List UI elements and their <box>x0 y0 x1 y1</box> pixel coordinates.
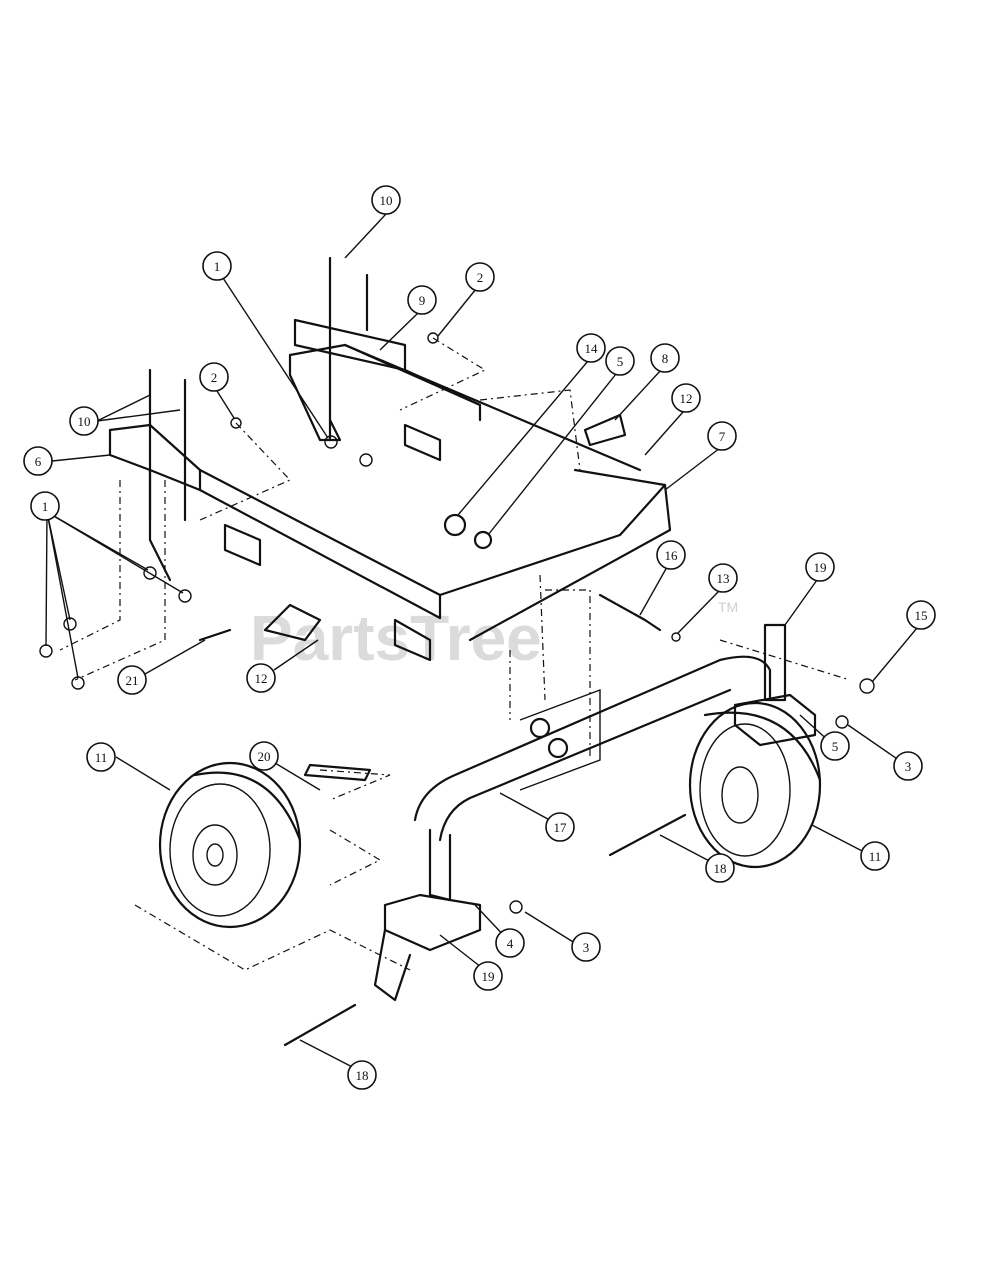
svg-text:12: 12 <box>255 671 268 686</box>
callout-2-left: 2 <box>199 362 229 392</box>
callout-20: 20 <box>249 741 279 771</box>
callout-6: 6 <box>23 446 53 476</box>
callout-1-left: 1 <box>30 491 60 521</box>
watermark-tm: TM <box>718 599 738 615</box>
callout-5-right: 5 <box>820 731 850 761</box>
callout-12-left: 12 <box>246 663 276 693</box>
svg-text:17: 17 <box>554 820 568 835</box>
svg-text:7: 7 <box>719 429 726 444</box>
callout-18-bottom: 18 <box>347 1060 377 1090</box>
svg-text:21: 21 <box>126 673 139 688</box>
callout-10-left: 10 <box>69 406 99 436</box>
svg-text:9: 9 <box>419 293 426 308</box>
callout-12-right: 12 <box>671 383 701 413</box>
callouts: 10 1 9 2 14 5 8 12 7 10 2 6 1 21 12 16 1… <box>23 185 936 1090</box>
callout-17: 17 <box>545 812 575 842</box>
callout-18-right: 18 <box>705 853 735 883</box>
svg-text:19: 19 <box>814 560 827 575</box>
callout-1-top: 1 <box>202 251 232 281</box>
left-wheel <box>158 761 302 929</box>
rear-frame-member <box>288 318 642 472</box>
callout-21: 21 <box>117 665 147 695</box>
assembly-lines <box>59 337 851 971</box>
svg-text:4: 4 <box>507 936 514 951</box>
svg-text:12: 12 <box>680 391 693 406</box>
callout-11-left: 11 <box>86 742 116 772</box>
right-caster <box>733 623 817 747</box>
callout-3-right: 3 <box>893 751 923 781</box>
callout-4: 4 <box>495 928 525 958</box>
svg-text:14: 14 <box>585 341 599 356</box>
svg-text:10: 10 <box>380 193 393 208</box>
svg-text:6: 6 <box>35 454 42 469</box>
callout-19-bottom: 19 <box>473 961 503 991</box>
svg-text:1: 1 <box>42 499 49 514</box>
svg-text:1: 1 <box>214 259 221 274</box>
svg-text:5: 5 <box>832 739 839 754</box>
svg-text:18: 18 <box>356 1068 369 1083</box>
svg-text:5: 5 <box>617 354 624 369</box>
svg-text:19: 19 <box>482 969 495 984</box>
callout-15: 15 <box>906 600 936 630</box>
leader-lines <box>45 213 918 1073</box>
callout-11-right: 11 <box>860 841 890 871</box>
callout-3-bottom: 3 <box>571 932 601 962</box>
callout-16: 16 <box>656 540 686 570</box>
svg-text:3: 3 <box>905 759 912 774</box>
callout-9: 9 <box>407 285 437 315</box>
callout-19-right: 19 <box>805 552 835 582</box>
callout-2-top: 2 <box>465 262 495 292</box>
callout-13: 13 <box>708 563 738 593</box>
callout-5-top: 5 <box>605 346 635 376</box>
left-caster <box>373 828 482 1002</box>
svg-text:20: 20 <box>258 749 271 764</box>
svg-text:18: 18 <box>714 861 727 876</box>
front-axle <box>413 655 772 842</box>
callout-10-top: 10 <box>371 185 401 215</box>
svg-text:16: 16 <box>665 548 679 563</box>
svg-text:11: 11 <box>869 849 882 864</box>
callout-7: 7 <box>707 421 737 451</box>
svg-text:2: 2 <box>477 270 484 285</box>
watermark: PartsTree TM <box>250 599 738 674</box>
right-wheel <box>688 701 822 869</box>
svg-text:11: 11 <box>95 750 108 765</box>
svg-text:3: 3 <box>583 940 590 955</box>
svg-text:2: 2 <box>211 370 218 385</box>
callout-14: 14 <box>576 333 606 363</box>
svg-text:8: 8 <box>662 351 669 366</box>
callout-8: 8 <box>650 343 680 373</box>
svg-text:15: 15 <box>915 608 928 623</box>
svg-text:10: 10 <box>78 414 91 429</box>
svg-text:13: 13 <box>717 571 730 586</box>
